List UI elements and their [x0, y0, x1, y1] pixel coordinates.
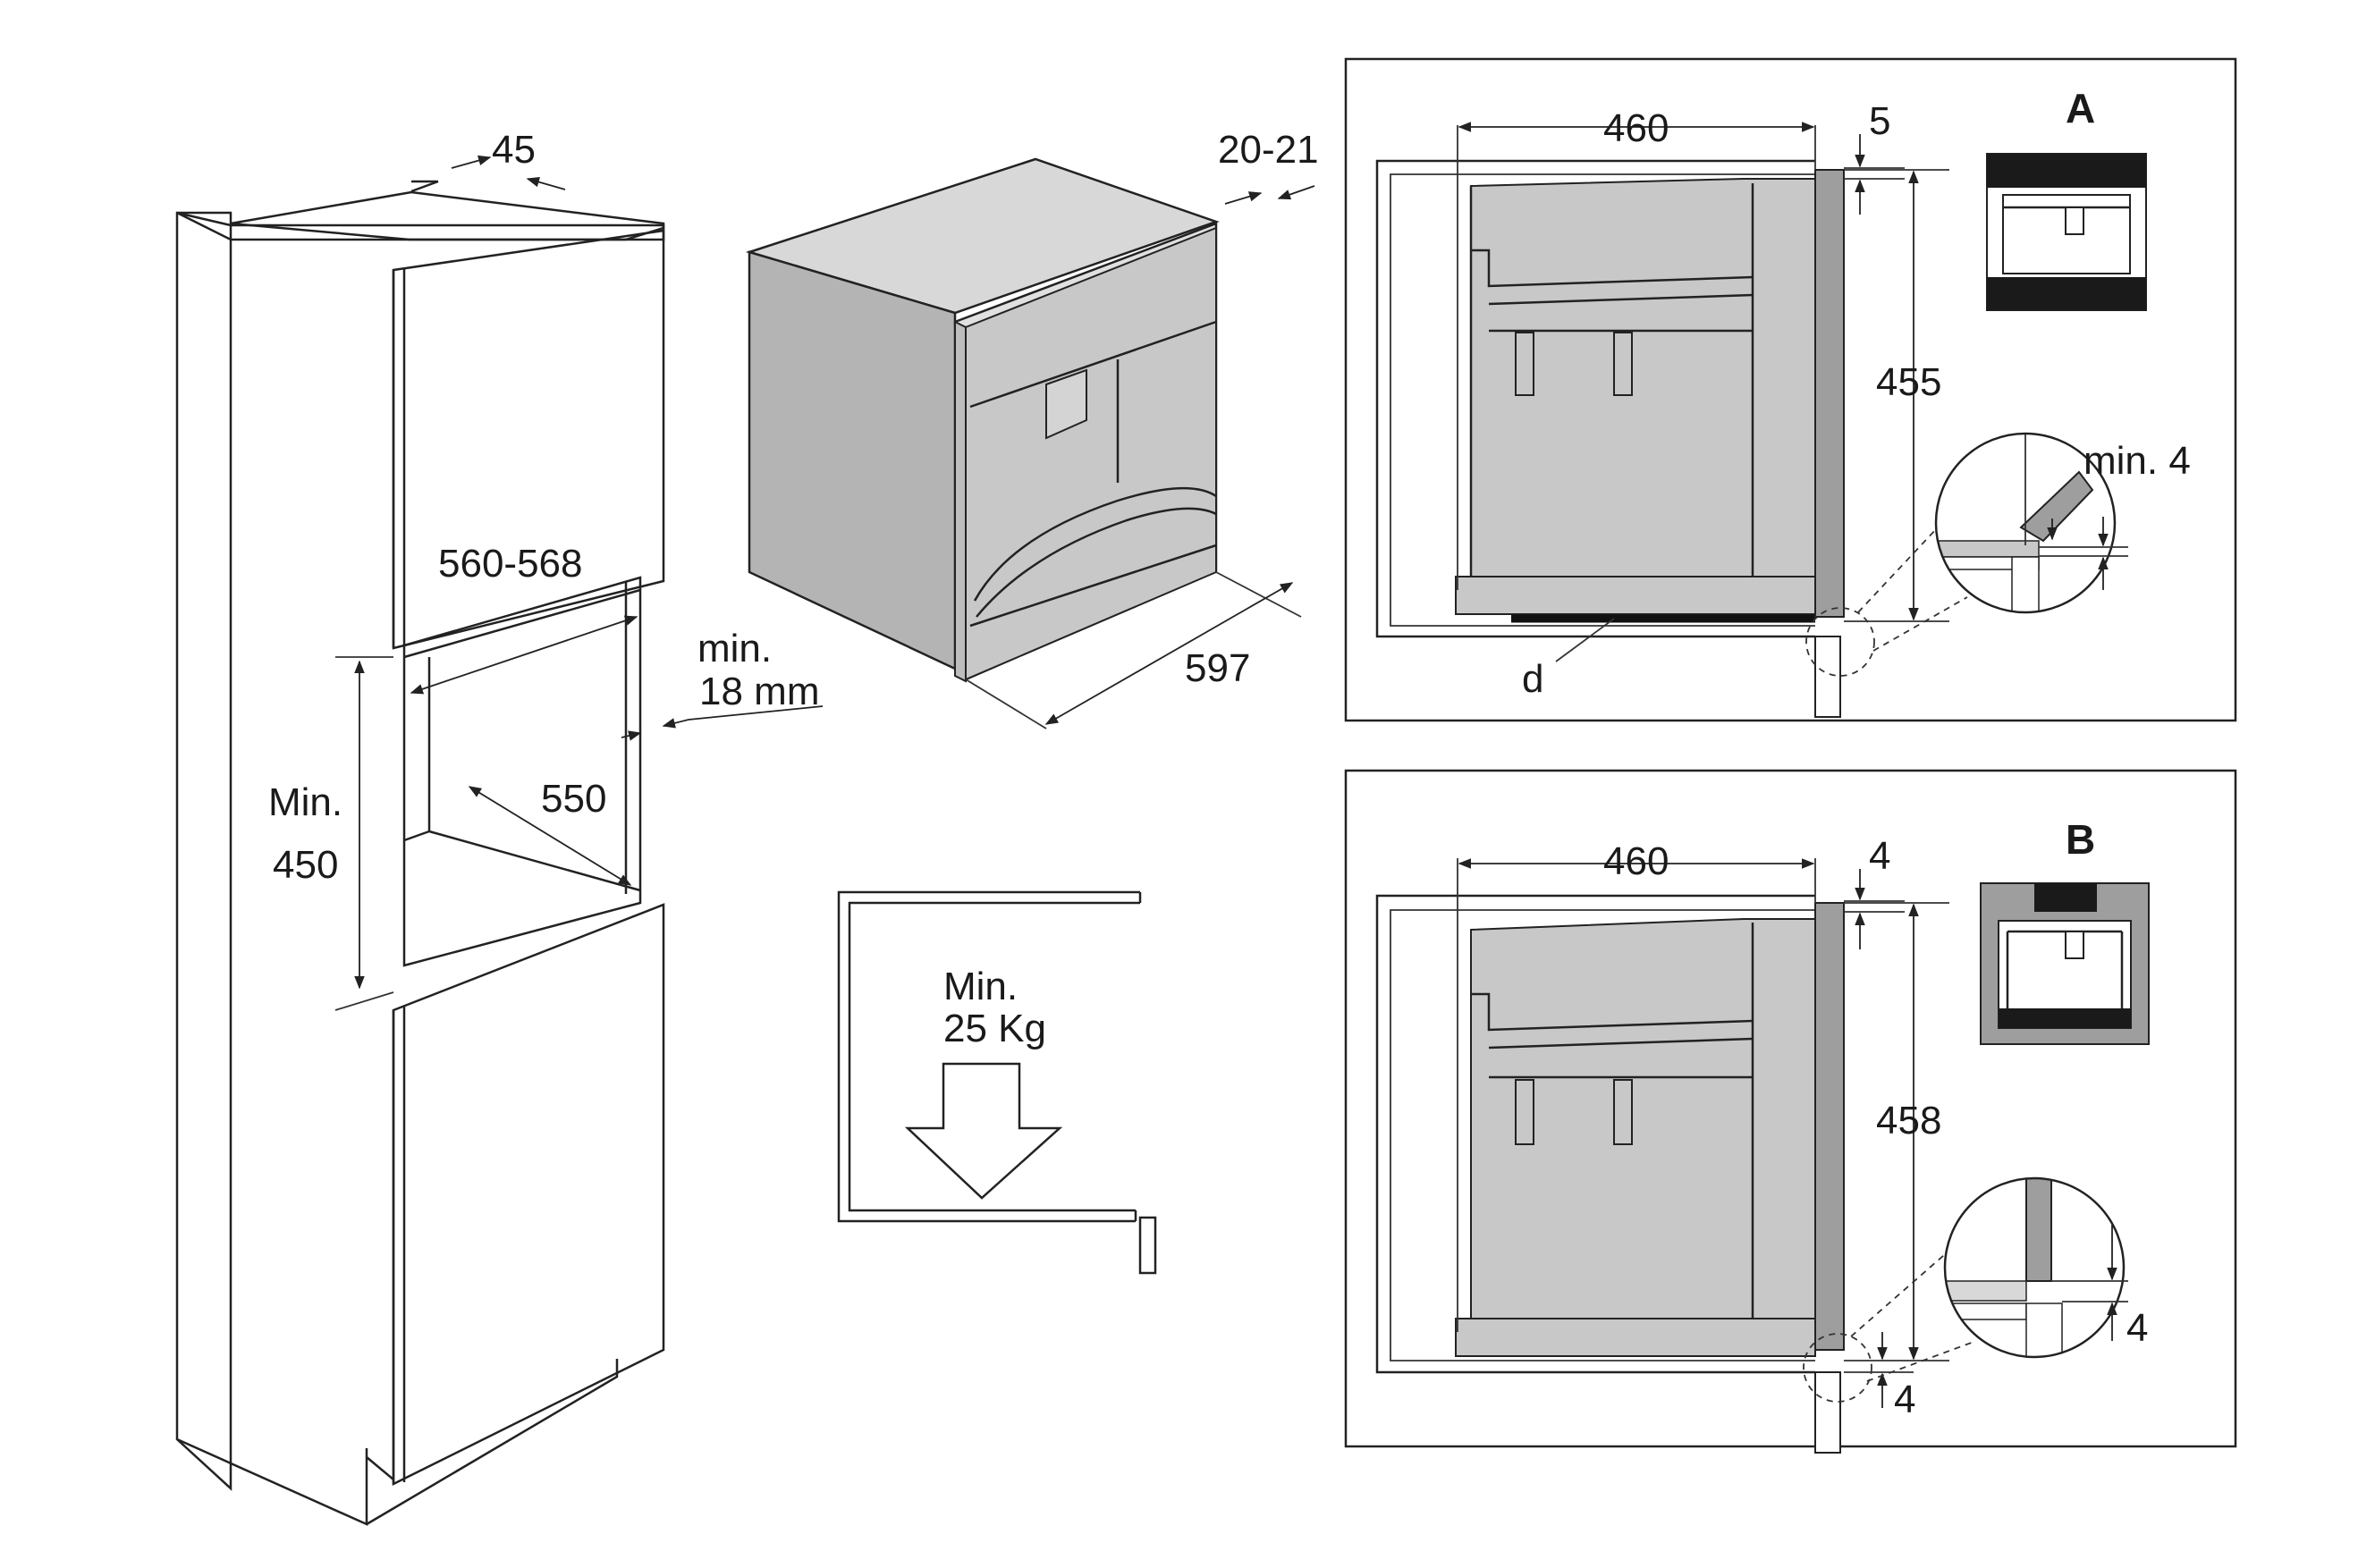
- cabinet-drawing: 45 560-568 min. 18 mm Min. 450 550: [175, 128, 824, 1526]
- label-depth: 550: [541, 777, 606, 821]
- panel-a-detail: min. 4: [2083, 439, 2191, 483]
- panel-b-gap: 4: [1869, 834, 1890, 878]
- label-depth-top: 45: [492, 128, 536, 172]
- panel-b: B 460 4 458 4 4: [1344, 769, 2237, 1454]
- label-height: 450: [273, 843, 338, 887]
- label-appliance-width: 597: [1185, 646, 1250, 690]
- panel-a: A 460 5 455 min. 4 d: [1344, 57, 2237, 722]
- panel-a-letter: A: [2066, 85, 2095, 131]
- label-shelf-load: 25 Kg: [943, 1007, 1046, 1050]
- panel-b-height: 458: [1876, 1099, 1941, 1142]
- detail-b: [1943, 1176, 2128, 1359]
- label-min: Min.: [268, 780, 342, 824]
- panel-a-d: d: [1522, 657, 1543, 701]
- label-gap-min: min.: [697, 627, 772, 670]
- label-frame: 20-21: [1218, 128, 1319, 172]
- panel-b-width: 460: [1603, 839, 1669, 883]
- label-shelf-min: Min.: [943, 965, 1018, 1008]
- icon-variant-a: [1986, 153, 2147, 311]
- appliance-drawing: 20-21 597: [745, 128, 1319, 729]
- panel-b-letter: B: [2066, 816, 2095, 863]
- panel-b-detail: 4: [2126, 1306, 2148, 1350]
- shelf-load-drawing: Min. 25 Kg: [837, 890, 1157, 1275]
- label-gap-unit: 18 mm: [699, 670, 819, 713]
- panel-a-width: 460: [1603, 106, 1669, 150]
- detail-a: [1934, 432, 2128, 614]
- panel-a-gap: 5: [1869, 99, 1890, 143]
- label-cabinet-width: 560-568: [438, 542, 582, 586]
- panel-b-bottom: 4: [1894, 1378, 1915, 1421]
- panel-a-height: 455: [1876, 360, 1941, 404]
- icon-variant-b: [1980, 882, 2150, 1045]
